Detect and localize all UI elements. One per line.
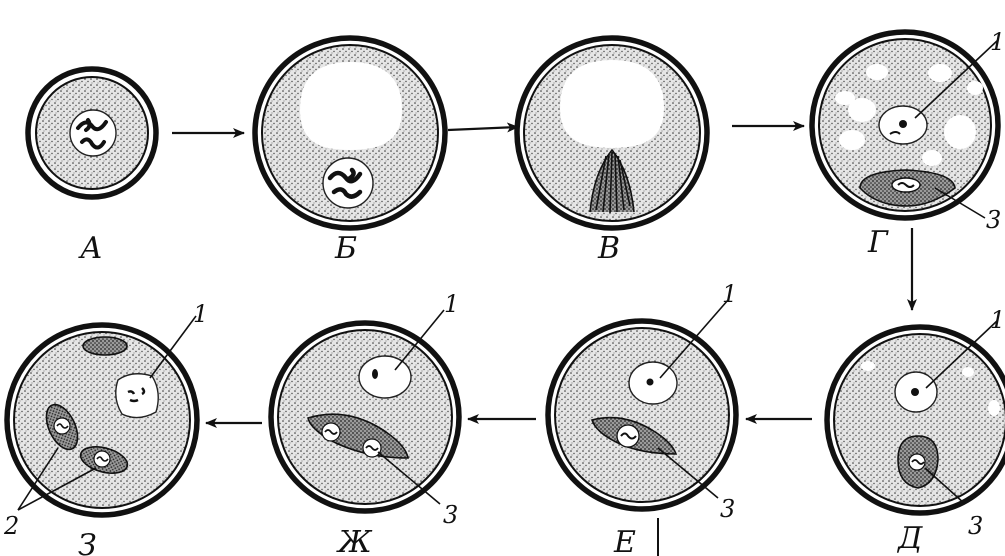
label-stage-d: Д	[896, 521, 923, 556]
cell-d	[827, 320, 1005, 513]
num-zh-3: 3	[443, 501, 458, 529]
cell-a	[28, 69, 156, 197]
arrow-b-to-v	[448, 127, 518, 130]
label-stage-zh: Ж	[336, 525, 373, 556]
num-z-2: 2	[3, 512, 19, 540]
label-stage-b: Б	[334, 231, 357, 266]
cell-b	[255, 38, 445, 228]
cell-v	[517, 38, 707, 228]
num-d-3: 3	[968, 512, 983, 540]
num-e-1: 1	[722, 280, 737, 308]
cell-g	[812, 32, 998, 218]
num-d-1: 1	[990, 306, 1005, 334]
num-e-3: 3	[720, 495, 735, 523]
cell-z	[7, 316, 197, 515]
label-stage-e: Е	[613, 525, 636, 556]
label-stage-z: З	[78, 528, 97, 556]
cell-zh	[271, 310, 459, 511]
num-z-1: 1	[193, 300, 208, 328]
cell-e	[548, 300, 736, 509]
num-g-1: 1	[990, 28, 1005, 56]
label-stage-v: В	[597, 231, 620, 266]
label-stage-a: А	[78, 231, 103, 266]
num-g-3: 3	[986, 206, 1001, 234]
label-stage-g: Г	[867, 225, 889, 260]
num-zh-1: 1	[444, 290, 459, 318]
